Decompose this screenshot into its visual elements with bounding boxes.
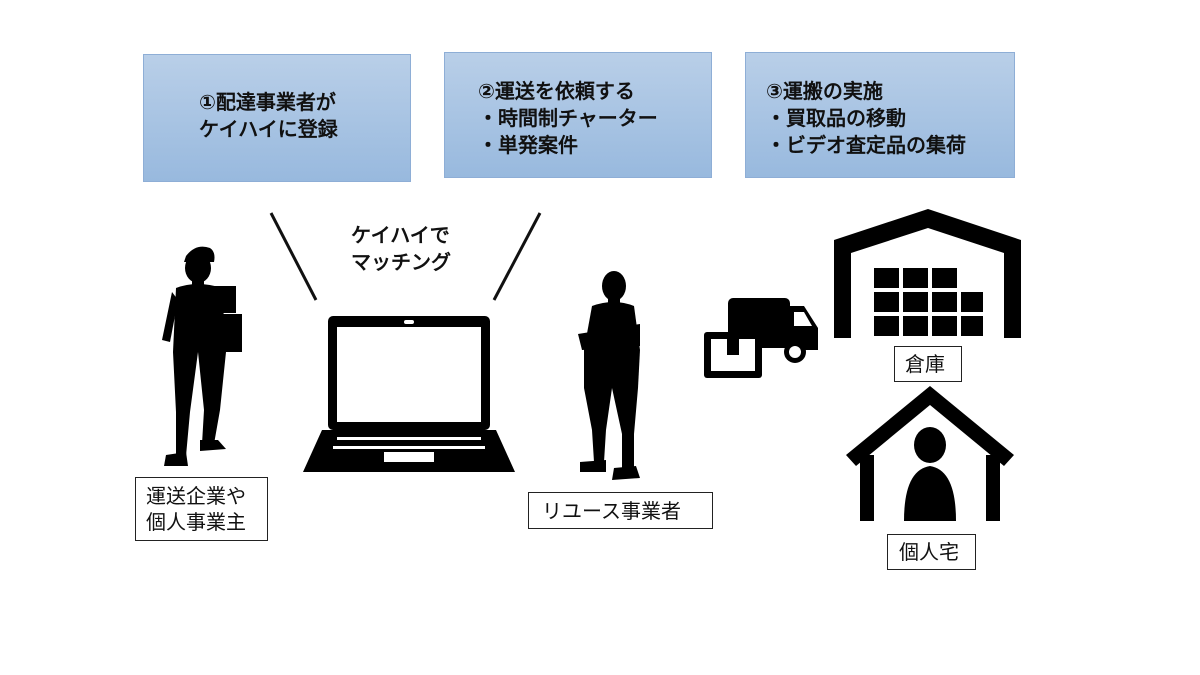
step-2-line-3: ・単発案件 bbox=[478, 133, 578, 157]
transport-label-line-1: 運送企業や bbox=[146, 484, 246, 508]
step-2-box: ②運送を依頼する ・時間制チャーター ・単発案件 bbox=[444, 52, 712, 178]
step-3-line-1: ③運搬の実施 bbox=[766, 79, 883, 103]
step-2-line-1: ②運送を依頼する bbox=[478, 79, 635, 103]
matching-caption-line-1: ケイハイで bbox=[351, 223, 450, 247]
warehouse-label-text: 倉庫 bbox=[905, 352, 945, 376]
step-2-line-2: ・時間制チャーター bbox=[478, 106, 658, 130]
transport-company-label: 運送企業や 個人事業主 bbox=[135, 477, 268, 541]
step-3-box: ③運搬の実施 ・買取品の移動 ・ビデオ査定品の集荷 bbox=[745, 52, 1015, 178]
step-1-line-1: ①配達事業者が bbox=[199, 90, 336, 114]
connector-line-left bbox=[269, 212, 318, 301]
reuse-label-text: リユース事業者 bbox=[542, 499, 681, 523]
matching-caption-line-2: マッチング bbox=[351, 250, 451, 274]
warehouse-icon bbox=[834, 209, 1021, 338]
house-with-person-icon bbox=[846, 386, 1014, 521]
delivery-truck-icon bbox=[704, 298, 818, 378]
connector-line-right bbox=[492, 212, 542, 301]
step-3-line-2: ・買取品の移動 bbox=[766, 106, 906, 130]
step-1-box: ①配達事業者が ケイハイに登録 bbox=[143, 54, 411, 182]
home-label-text: 個人宅 bbox=[899, 540, 959, 564]
delivery-person-silhouette-icon bbox=[162, 246, 242, 466]
laptop-icon bbox=[303, 316, 515, 472]
private-home-label: 個人宅 bbox=[887, 534, 976, 570]
warehouse-label: 倉庫 bbox=[894, 346, 962, 382]
step-3-line-3: ・ビデオ査定品の集荷 bbox=[766, 133, 966, 157]
reuse-business-label: リユース事業者 bbox=[528, 492, 713, 529]
transport-label-line-2: 個人事業主 bbox=[146, 510, 246, 534]
step-1-line-2: ケイハイに登録 bbox=[199, 117, 338, 141]
business-person-silhouette-icon bbox=[578, 271, 640, 480]
matching-caption: ケイハイで マッチング bbox=[351, 222, 451, 276]
